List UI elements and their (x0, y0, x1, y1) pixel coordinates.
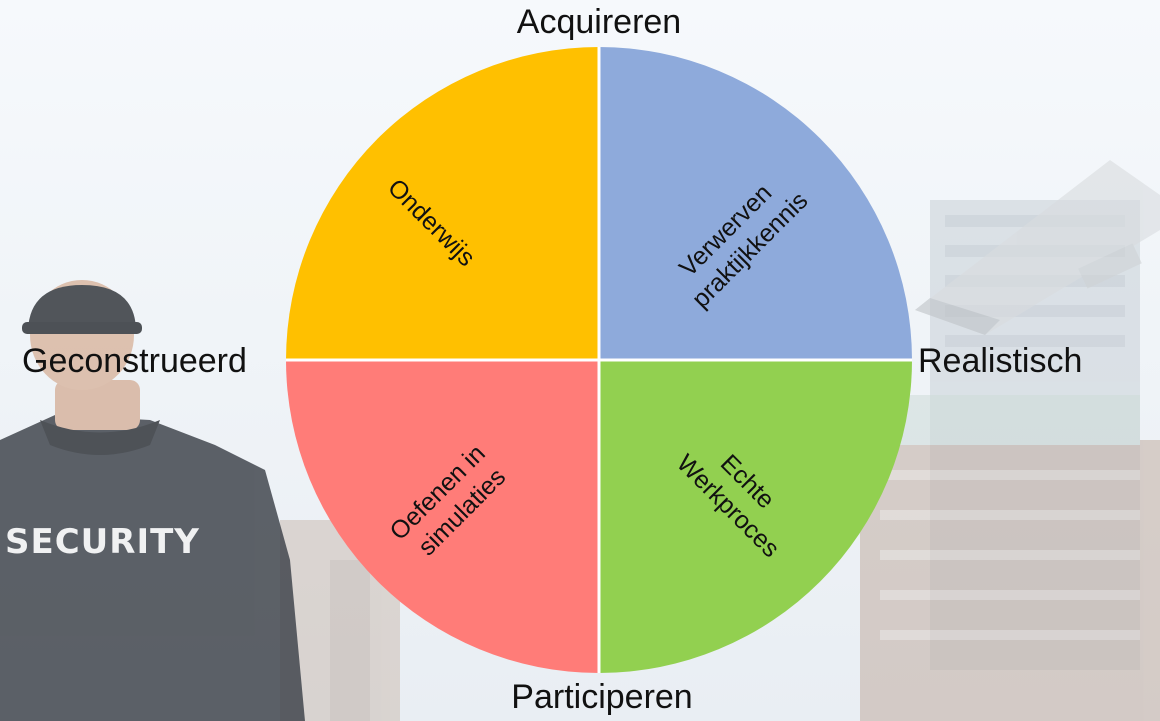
jacket-security-text: SECURITY (5, 522, 200, 562)
quadrant-circle (286, 47, 912, 673)
quadrant-onderwijs (286, 47, 599, 360)
axis-label-bottom: Participeren (511, 678, 692, 716)
cctv-camera-icon (915, 160, 1160, 335)
security-guard-figure: SECURITY (0, 280, 305, 721)
axis-label-right: Realistisch (918, 342, 1082, 380)
axis-label-top: Acquireren (517, 3, 681, 41)
quadrant-verwerven-praktijkkennis (599, 47, 912, 360)
quadrant-oefenen-in-simulaties (286, 360, 599, 673)
quadrant-echte-werkproces (599, 360, 912, 673)
axis-label-left: Geconstrueerd (22, 342, 247, 380)
building-low (860, 395, 1160, 721)
